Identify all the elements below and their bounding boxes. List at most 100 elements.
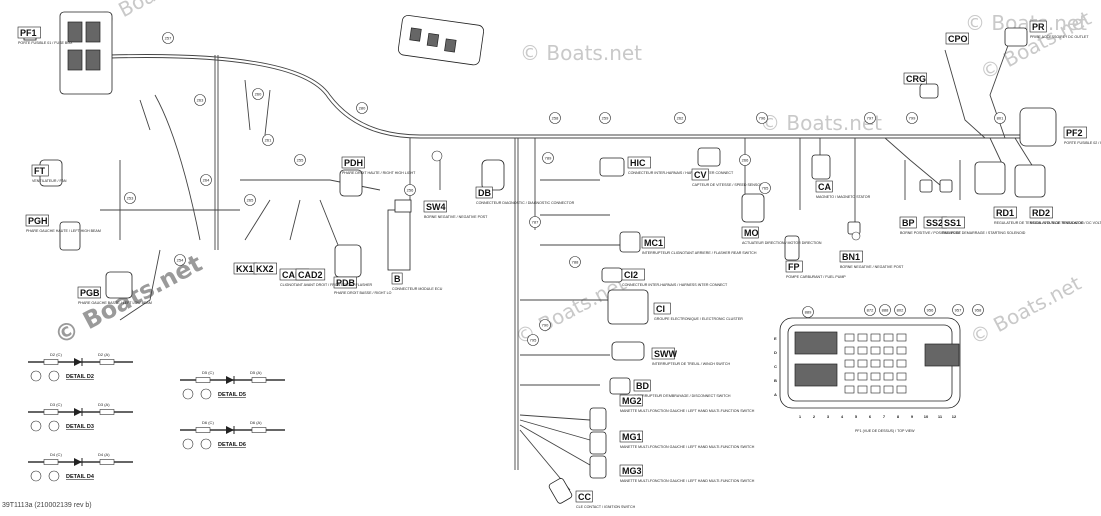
component-description: BORNE NEGATIVE / NEGATIVE POST bbox=[840, 265, 904, 269]
wire-number-tag: 263 bbox=[194, 94, 206, 106]
component-description: BORNE POSITIVE / POSITIVE POST bbox=[900, 231, 962, 235]
detail-right-label: D4 (A) bbox=[98, 452, 110, 457]
component-code: BD bbox=[636, 381, 649, 391]
component-description: INTERRUPTEUR DE TREUIL / WINCH SWITCH bbox=[652, 362, 730, 366]
component-description: MANETTE MULTI-FONCTION GAUCHE / LEFT HAN… bbox=[620, 409, 755, 413]
wire-number-tag: 796 bbox=[756, 112, 768, 124]
wire-number: 958 bbox=[975, 308, 982, 313]
wire-number: 889 bbox=[805, 310, 812, 315]
component-code: BN1 bbox=[842, 252, 860, 262]
wire-number: 255 bbox=[297, 158, 304, 163]
wire-number: 799 bbox=[909, 116, 916, 121]
fuse-box-column-label: 12 bbox=[952, 414, 957, 419]
fuse-box-column-label: 10 bbox=[924, 414, 929, 419]
component-label-bd: BD INTERRUPTEUR D'EMBRAYAGE / DISCONNECT … bbox=[633, 379, 731, 398]
detail-detail-d2: D2 (C)D2 (A)DETAIL D2 bbox=[28, 352, 133, 382]
wire-number-tag: 765 bbox=[759, 182, 771, 194]
wire-number: 956 bbox=[927, 308, 934, 313]
wire-number-tag: 257 bbox=[162, 32, 174, 44]
wire-number: 795 bbox=[530, 338, 537, 343]
wire-number-tag: 280 bbox=[356, 102, 368, 114]
component-code: BP bbox=[902, 218, 915, 228]
component-description: PHARE DROIT HAUTE / RIGHT HIGH LIGHT bbox=[342, 171, 416, 175]
detail-left-label: D6 (C) bbox=[202, 420, 214, 425]
detail-title: DETAIL D3 bbox=[66, 424, 94, 430]
component-description: INTERRUPTEUR D'EMBRAYAGE / DISCONNECT SW… bbox=[634, 394, 731, 398]
wire-number: 263 bbox=[197, 98, 204, 103]
component-description: PHARE GAUCHE HAUTE / LEFT HIGH BEAM bbox=[26, 229, 101, 233]
wire-number: 788 bbox=[572, 260, 579, 265]
component-description: GROUPE ELECTRONIQUE / ELECTRONIC CLUSTER bbox=[654, 317, 743, 321]
component-code: PGH bbox=[28, 216, 48, 226]
wire-number-tag: 261 bbox=[262, 134, 274, 146]
component-description: PORTE FUSIBLE 01 / FUSE BOX bbox=[18, 41, 73, 45]
wire-number: 797 bbox=[867, 116, 874, 121]
component-code: PDH bbox=[344, 158, 363, 168]
wire-number: 872 bbox=[867, 308, 874, 313]
component-code: B bbox=[394, 274, 401, 284]
fuse-box-column-label: 4 bbox=[841, 414, 844, 419]
component-code: CAD2 bbox=[298, 270, 323, 280]
component-glyphs bbox=[39, 27, 1057, 504]
wire-number: 259 bbox=[602, 116, 609, 121]
component-code: PF2 bbox=[1066, 128, 1083, 138]
fuse-box-row-label: E bbox=[774, 336, 777, 341]
wire-number-tag: 255 bbox=[294, 154, 306, 166]
component-code: PDB bbox=[336, 278, 356, 288]
component-code: RD2 bbox=[1032, 208, 1050, 218]
wire-number: 789 bbox=[545, 156, 552, 161]
component-description: ACTUATEUR DIRECTION / MOTOR DIRECTION bbox=[742, 241, 822, 245]
wire-number-tag: 958 bbox=[972, 304, 984, 316]
watermark: © Boats.net bbox=[760, 111, 882, 135]
fuse-box-row-label: B bbox=[774, 378, 777, 383]
detail-left-label: D2 (C) bbox=[50, 352, 62, 357]
component-code: PGB bbox=[80, 288, 100, 298]
wire-number-tag: 262 bbox=[674, 112, 686, 124]
wire-number-tag: 260 bbox=[252, 88, 264, 100]
component-description: INTERRUPTEUR CLIGNOTANT ARRIERE / FLASHE… bbox=[642, 251, 757, 255]
component-code: HIC bbox=[630, 158, 646, 168]
wire-number-tag: 266 bbox=[739, 154, 751, 166]
wire-number: 260 bbox=[255, 92, 262, 97]
component-label-pgh: PGH PHARE GAUCHE HAUTE / LEFT HIGH BEAM bbox=[25, 214, 101, 233]
fuse-box-column-label: 3 bbox=[827, 414, 830, 419]
component-code: MG3 bbox=[622, 466, 642, 476]
component-code: SWW bbox=[654, 349, 677, 359]
component-code: CI bbox=[656, 304, 665, 314]
component-code: CI2 bbox=[624, 270, 638, 280]
wire-number: 790 bbox=[542, 323, 549, 328]
component-description: PRISE ACCESSOIRE / DC OUTLET bbox=[1030, 35, 1089, 39]
component-label-pdh: PDH PHARE DROIT HAUTE / RIGHT HIGH LIGHT bbox=[341, 156, 416, 175]
component-code: FT bbox=[34, 166, 45, 176]
component-description: MANETTE MULTI-FONCTION GAUCHE / LEFT HAN… bbox=[620, 445, 755, 449]
fuse-box-pf1 bbox=[23, 11, 113, 95]
component-code: MG2 bbox=[622, 396, 642, 406]
detail-left-label: D5 (C) bbox=[202, 370, 214, 375]
detail-title: DETAIL D5 bbox=[218, 392, 246, 398]
fuse-box-column-label: 8 bbox=[897, 414, 900, 419]
component-label-crg: CRG bbox=[903, 72, 927, 85]
component-description: CONNECTEUR INTER-HARNAIS / HARNESS INTER… bbox=[622, 283, 728, 287]
fuse-box-column-label: 5 bbox=[855, 414, 858, 419]
wire-number-tag: 258 bbox=[549, 112, 561, 124]
wire-number-tag: 789 bbox=[542, 152, 554, 164]
detail-detail-d5: D5 (C)D5 (A)DETAIL D5 bbox=[180, 370, 285, 400]
component-description: CLE CONTACT / IGNITION SWITCH bbox=[576, 505, 636, 509]
detail-left-label: D4 (C) bbox=[50, 452, 62, 457]
watermark: © Boats.net bbox=[966, 271, 1085, 350]
fuse-box-column-label: 9 bbox=[911, 414, 914, 419]
wire-number: 957 bbox=[955, 308, 962, 313]
